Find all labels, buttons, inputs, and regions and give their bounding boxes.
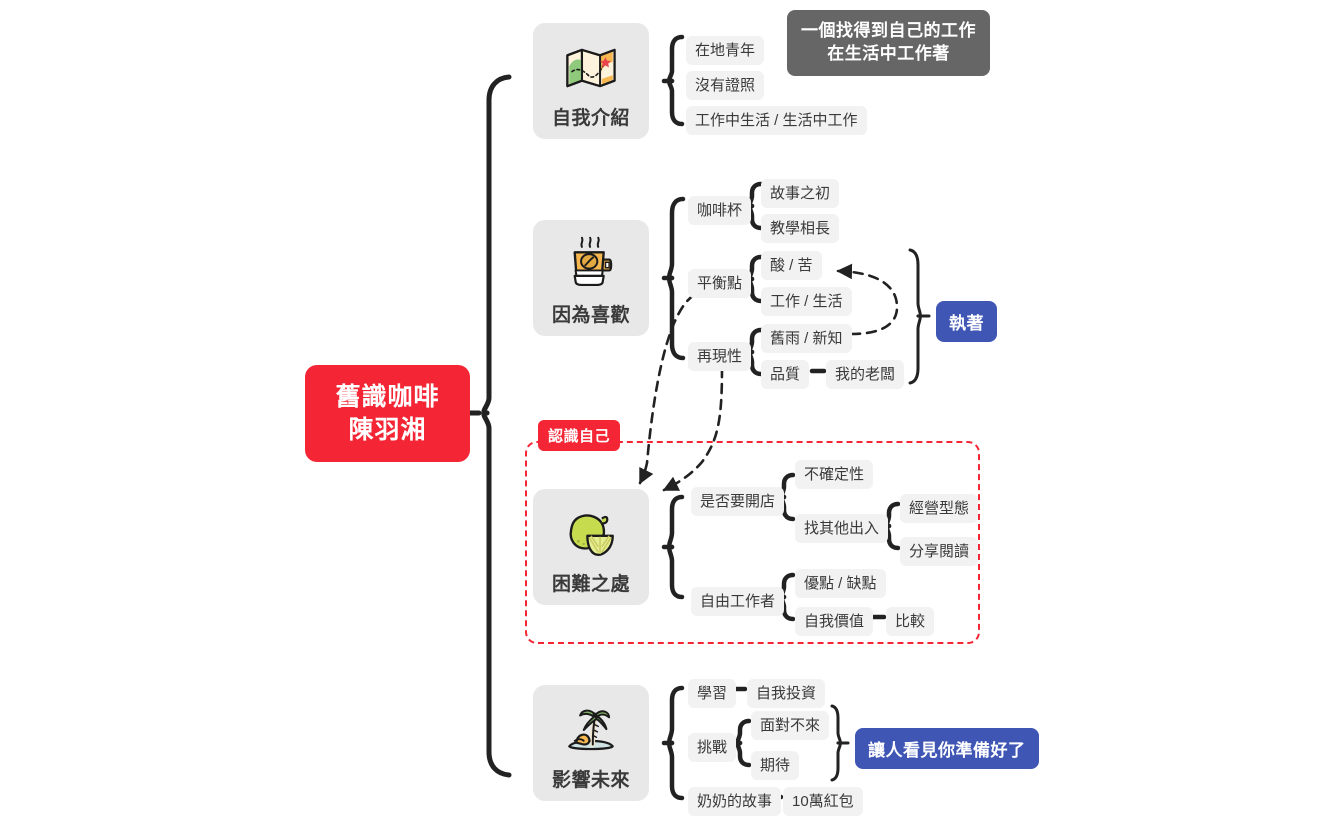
leaf-expectation[interactable]: 期待 (751, 751, 800, 780)
leaf-cannot-face[interactable]: 面對不來 (751, 711, 830, 740)
coffee-cup-icon (573, 236, 613, 287)
branch2-brace (661, 196, 686, 361)
branch4-brace (661, 685, 685, 801)
island-icon (568, 709, 614, 751)
leaf-coffee-cup[interactable]: 咖啡杯 (688, 196, 752, 225)
leaf-pros-cons[interactable]: 優點 / 缺點 (795, 569, 886, 598)
leaf-learning[interactable]: 學習 (688, 679, 737, 708)
leaf-sour-bitter[interactable]: 酸 / 苦 (761, 251, 822, 280)
leaf-grandma-story[interactable]: 奶奶的故事 (688, 787, 782, 816)
leaf-work-life-balance[interactable]: 工作 / 生活 (761, 287, 852, 316)
branch-title-self-intro: 自我介紹 (551, 108, 630, 129)
callout-line1: 一個找得到自己的工作 (801, 21, 976, 40)
branch-card-future-impact[interactable]: 影響未來 (533, 685, 649, 801)
leaf-business-model[interactable]: 經營型態 (900, 494, 979, 523)
leaf-my-boss[interactable]: 我的老闆 (826, 360, 905, 389)
leaf-challenge[interactable]: 挑戰 (688, 733, 737, 762)
badge-ready: 讓人看見你準備好了 (855, 728, 1039, 769)
lemon-icon (569, 514, 614, 557)
branch-card-self-intro[interactable]: 自我介紹 (533, 23, 649, 139)
leaf-local-youth[interactable]: 在地青年 (686, 36, 765, 65)
leaf-self-value[interactable]: 自我價值 (795, 607, 874, 636)
ready-brace (830, 704, 850, 782)
leaf-reproducibility[interactable]: 再現性 (688, 342, 752, 371)
callout-line2: 在生活中工作著 (827, 43, 950, 63)
leaf-share-reading[interactable]: 分享閱讀 (900, 537, 979, 566)
group-tab-label: 認識自己 (538, 420, 621, 451)
map-icon (566, 48, 616, 88)
leaf-teaching-growth[interactable]: 教學相長 (761, 214, 840, 243)
leaf-quality[interactable]: 品質 (761, 360, 810, 389)
persistence-brace (908, 248, 931, 385)
branch-title-because-like: 因為喜歡 (551, 305, 630, 326)
leaf-red-envelope[interactable]: 10萬紅包 (783, 787, 863, 816)
leaf-uncertainty[interactable]: 不確定性 (795, 460, 874, 489)
root-title-line2: 陳羽湘 (348, 415, 427, 444)
branch-title-future-impact: 影響未來 (551, 770, 630, 791)
branch-card-because-like[interactable]: 因為喜歡 (533, 220, 649, 336)
leaf-open-shop[interactable]: 是否要開店 (691, 487, 785, 516)
root-node[interactable]: 舊識咖啡 陳羽湘 (305, 365, 470, 462)
leaf-no-license[interactable]: 沒有證照 (686, 71, 765, 100)
callout-work-philosophy: 一個找得到自己的工作 在生活中工作著 (787, 10, 990, 76)
branch-title-difficulties: 困難之處 (551, 574, 630, 595)
leaf-old-new-friends[interactable]: 舊雨 / 新知 (761, 324, 852, 353)
leaf-story-beginning[interactable]: 故事之初 (761, 179, 840, 208)
leaf-work-life[interactable]: 工作中生活 / 生活中工作 (686, 106, 867, 135)
leaf-freelancer[interactable]: 自由工作者 (691, 587, 785, 616)
root-title-line1: 舊識咖啡 (335, 383, 440, 411)
leaf-balance-point[interactable]: 平衡點 (688, 269, 752, 298)
root-brace (467, 74, 512, 778)
branch1-brace (661, 34, 685, 127)
leaf-comparison[interactable]: 比較 (886, 607, 935, 636)
group-box-self-awareness (525, 441, 980, 644)
leaf-self-investment[interactable]: 自我投資 (747, 679, 826, 708)
leaf-other-options[interactable]: 找其他出入 (795, 514, 889, 543)
branch-card-difficulties[interactable]: 困難之處 (533, 489, 649, 605)
badge-persistence: 執著 (936, 301, 997, 342)
